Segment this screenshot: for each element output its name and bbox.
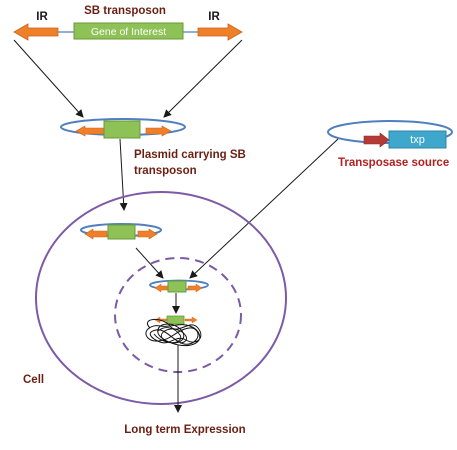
cell-plasmid-ir-arrow-right	[137, 228, 158, 240]
connector-transposase-to-nucleus	[189, 138, 339, 279]
txp-promoter-arrow	[363, 132, 390, 148]
ir-label-left: IR	[36, 11, 48, 23]
gene-of-interest-box	[73, 22, 184, 40]
transposase-source-label: Transposase source	[338, 157, 449, 169]
connector-cell-plasmid-to-nucleus	[135, 247, 164, 279]
cell-membrane	[35, 191, 287, 405]
sb-transposon-title: SB transposon	[84, 5, 166, 17]
integrated-gene-box	[166, 315, 185, 325]
plasmid-gene-box	[103, 120, 141, 139]
plasmid-ir-arrow-right	[145, 125, 172, 137]
nucleus-plasmid-ir-arrow-left	[154, 283, 169, 293]
plasmid-group	[60, 118, 186, 139]
chromosome-integration-group	[145, 315, 202, 347]
chromosome-dna-scribble-2	[157, 327, 187, 344]
cell-plasmid-group	[80, 223, 162, 240]
cell-plasmid-gene-box	[107, 224, 136, 240]
connector-left-to-plasmid	[13, 39, 84, 118]
ir-arrow-right	[197, 23, 243, 41]
transposase-source-group: txp	[327, 120, 453, 149]
integrated-ir-arrow-right	[184, 316, 198, 324]
ir-arrow-left	[13, 23, 59, 41]
cell-plasmid-ir-arrow-left	[84, 228, 108, 240]
connector-right-to-plasmid	[163, 39, 243, 118]
long-term-expression-label: Long term Expression	[124, 424, 245, 436]
txp-label: txp	[410, 134, 425, 146]
nucleus-plasmid-gene-box	[167, 280, 187, 293]
chromosome-dna-scribble	[145, 319, 202, 347]
txp-box	[388, 130, 447, 149]
plasmid-label-line1: Plasmid carrying SB	[134, 149, 246, 161]
cell-label: Cell	[23, 374, 44, 386]
ir-label-right: IR	[208, 11, 220, 23]
nucleus-plasmid-ir-arrow-right	[187, 283, 203, 293]
connector-plasmid-to-cell	[119, 138, 128, 211]
plasmid-label-line2: transposon	[134, 165, 197, 177]
nucleus-plasmid-group	[149, 279, 209, 293]
gene-of-interest-label: Gene of Interest	[91, 26, 166, 38]
